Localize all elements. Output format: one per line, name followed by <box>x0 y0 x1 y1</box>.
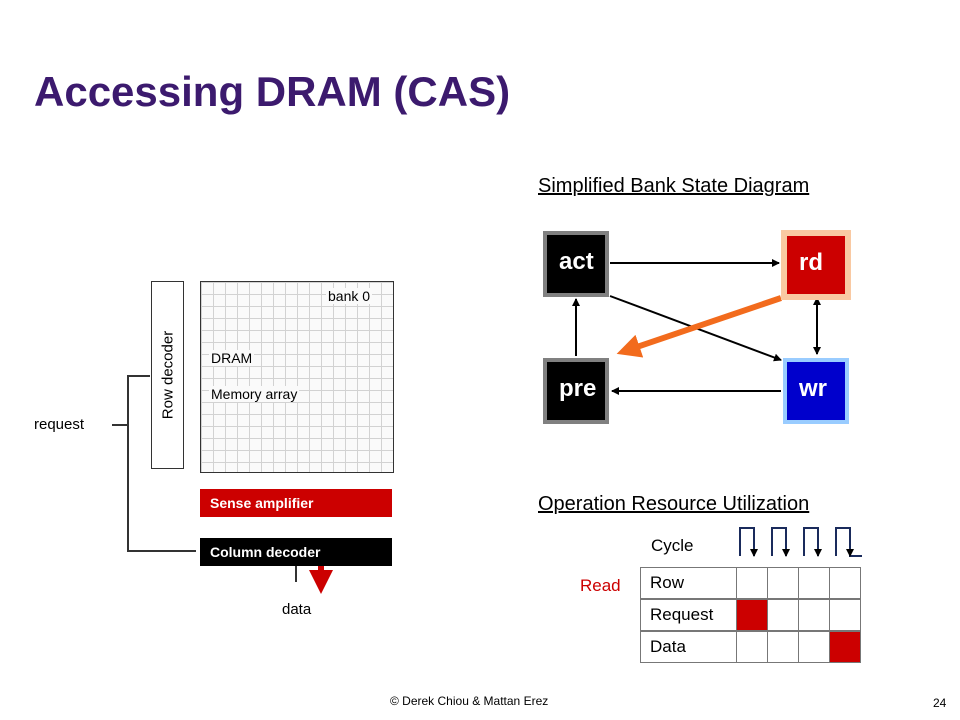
state-diagram-title: Simplified Bank State Diagram <box>538 175 810 197</box>
read-op-label: Read <box>580 576 621 595</box>
resource-cell <box>798 567 830 599</box>
slide-title: Accessing DRAM (CAS) <box>34 68 511 115</box>
resource-cell <box>767 631 799 663</box>
arrow-rd-to-pre-highlight <box>616 295 782 358</box>
row-decoder-label: Row decoder <box>159 330 176 420</box>
cycle-clock-waveform <box>739 527 862 557</box>
request-to-row-decoder <box>127 375 196 552</box>
row-decoder: Row decoder <box>151 281 184 469</box>
resource-cell <box>829 599 861 631</box>
resource-cell-active <box>736 599 768 631</box>
resource-row-header <box>640 599 736 631</box>
cycle-label: Cycle <box>651 536 694 555</box>
request-label: request <box>34 416 85 433</box>
resource-cell <box>736 567 768 599</box>
state-pre: pre <box>543 358 609 424</box>
resource-title: Operation Resource Utilization <box>538 493 810 515</box>
sense-amplifier: Sense amplifier <box>200 489 392 517</box>
resource-row-label: Row <box>650 573 685 592</box>
resource-row-label: Data <box>650 637 686 656</box>
data-label: data <box>282 601 312 618</box>
dram-memory-array <box>200 281 394 473</box>
state-wr: wr <box>783 358 849 424</box>
state-rd: rd <box>781 230 851 300</box>
resource-cell <box>767 567 799 599</box>
state-act: act <box>543 231 609 297</box>
dram-label: DRAM <box>209 350 255 366</box>
resource-row-header <box>640 567 736 599</box>
resource-cell <box>736 631 768 663</box>
column-decoder: Column decoder <box>200 538 392 566</box>
resource-cell <box>798 631 830 663</box>
resource-row-header <box>640 631 736 663</box>
memory-array-label: Memory array <box>209 386 300 402</box>
page-number: 24 <box>933 696 947 710</box>
bank-label: bank 0 <box>326 288 373 304</box>
resource-cell-active <box>829 631 861 663</box>
resource-row-label: Request <box>650 605 714 624</box>
resource-cell <box>798 599 830 631</box>
resource-cell <box>829 567 861 599</box>
resource-cell <box>767 599 799 631</box>
footer-credit: © Derek Chiou & Mattan Erez <box>390 694 549 708</box>
